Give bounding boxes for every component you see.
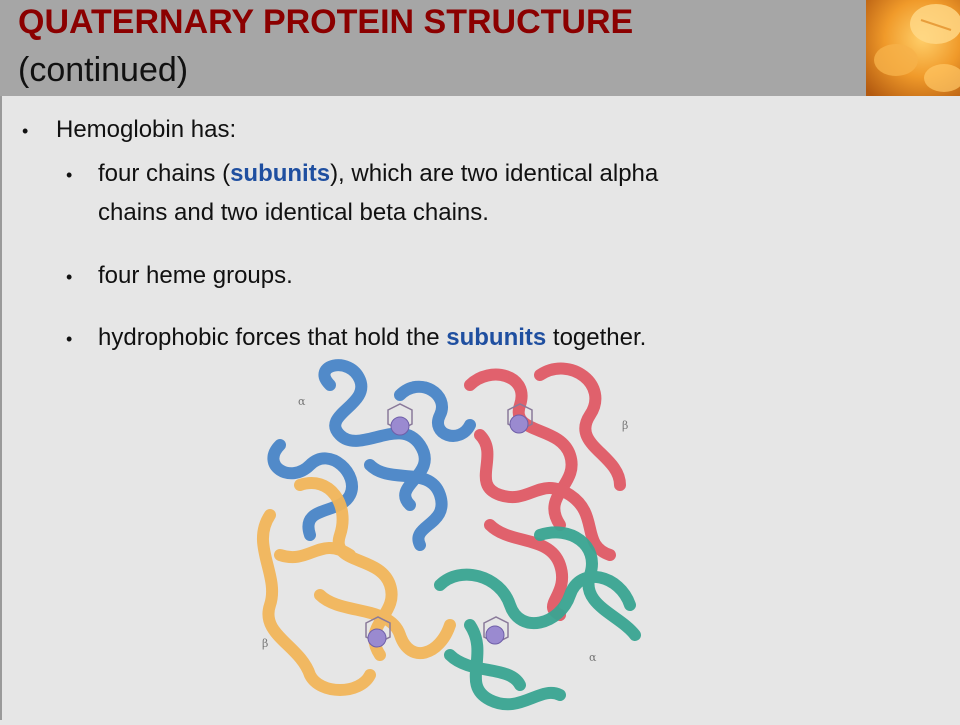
bullet-marker: • [66, 267, 73, 287]
bullet-marker: • [66, 329, 73, 349]
bullet-sub-1-line2: chains and two identical beta chains. [98, 199, 489, 226]
beta-chain-top-right [464, 362, 626, 621]
beta-chain-bottom-left [256, 477, 456, 696]
term-subunits: subunits [230, 160, 331, 187]
bullet-sub-1-line1: four chains (subunits), which are two id… [98, 156, 658, 192]
title-bar: QUATERNARY PROTEIN STRUCTURE (continued) [0, 0, 960, 96]
bullet-sub-2: four heme groups. [98, 262, 293, 289]
text-segment: ), which are two identical alpha [330, 160, 659, 187]
heme-iron-icon [367, 414, 529, 648]
term-subunits: subunits [446, 324, 547, 351]
heme-group-icon [365, 403, 533, 644]
text-segment: four chains ( [98, 160, 231, 187]
slide-subtitle: (continued) [18, 51, 189, 89]
alpha-chain-bottom-right [434, 526, 641, 711]
text-segment: together. [546, 324, 647, 351]
bullet-sub-3: hydrophobic forces that hold the subunit… [98, 320, 646, 356]
alpha-chain-top-left [267, 359, 476, 551]
text-segment: hydrophobic forces that hold the [98, 324, 447, 351]
label-alpha-bottom: α [589, 651, 597, 664]
left-edge-rule [0, 96, 2, 720]
bullet-marker: • [66, 165, 73, 185]
label-alpha-top: α [298, 395, 306, 408]
label-beta-bottom: β [262, 637, 268, 650]
bullet-marker: • [22, 121, 29, 141]
slide-title: QUATERNARY PROTEIN STRUCTURE [18, 3, 634, 41]
label-beta-top: β [622, 419, 628, 432]
pills-photo-decoration [866, 0, 960, 96]
hemoglobin-ribbon-figure: α β β α [240, 355, 660, 720]
bullet-main: Hemoglobin has: [56, 116, 237, 143]
